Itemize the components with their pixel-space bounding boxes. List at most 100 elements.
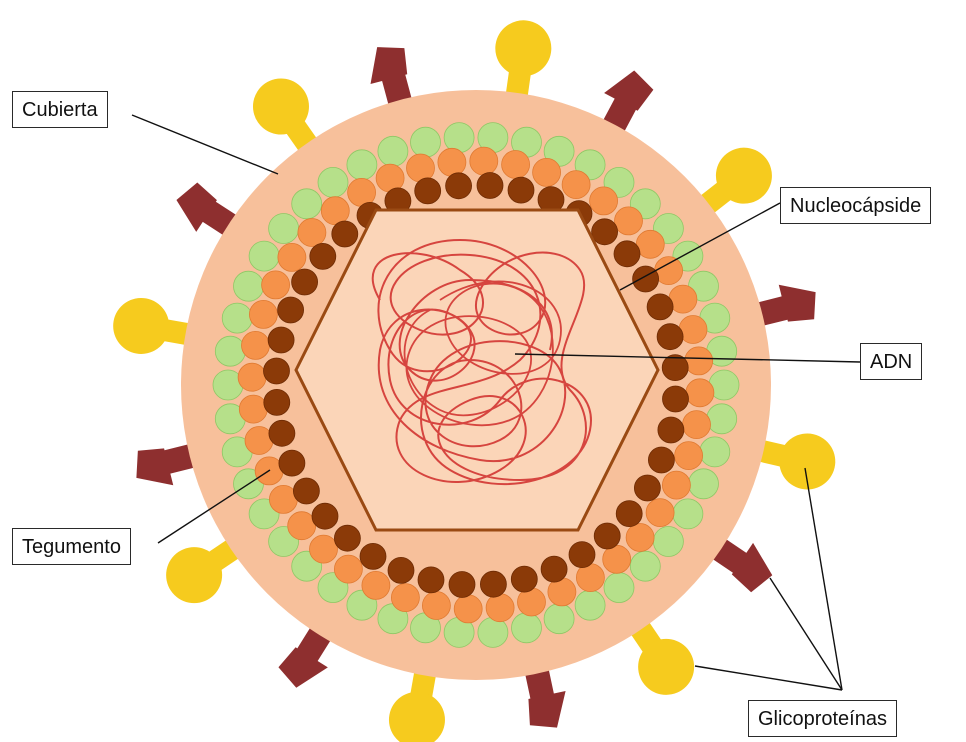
bead-orange	[334, 555, 362, 583]
bead-orange	[242, 331, 270, 359]
bead-green	[707, 404, 737, 434]
bead-green	[630, 551, 660, 581]
bead-orange	[321, 197, 349, 225]
spike-head	[109, 294, 174, 359]
bead-dark	[332, 221, 358, 247]
bead-orange	[683, 411, 711, 439]
bead-orange	[562, 171, 590, 199]
bead-dark	[449, 572, 475, 598]
bead-dark	[648, 447, 674, 473]
bead-orange	[626, 524, 654, 552]
label-glicoproteinas: Glicoproteínas	[748, 700, 897, 737]
bead-orange	[685, 347, 713, 375]
bead-green	[700, 437, 730, 467]
bead-dark	[634, 475, 660, 501]
bead-dark	[334, 525, 360, 551]
bead-orange	[675, 442, 703, 470]
bead-orange	[486, 594, 514, 622]
bead-dark	[511, 566, 537, 592]
bead-green	[544, 604, 574, 634]
bead-green	[378, 136, 408, 166]
bead-orange	[454, 595, 482, 623]
bead-orange	[262, 271, 290, 299]
bead-dark	[269, 420, 295, 446]
bead-orange	[422, 592, 450, 620]
bead-dark	[569, 542, 595, 568]
bead-green	[215, 336, 245, 366]
bead-orange	[470, 147, 498, 175]
leader-cubierta	[132, 115, 278, 174]
bead-orange	[238, 363, 266, 391]
bead-green	[318, 167, 348, 197]
bead-dark	[388, 557, 414, 583]
bead-orange	[615, 207, 643, 235]
bead-green	[411, 127, 441, 157]
bead-dark	[541, 556, 567, 582]
bead-orange	[298, 219, 326, 247]
bead-dark	[614, 241, 640, 267]
bead-dark	[415, 178, 441, 204]
bead-dark	[616, 501, 642, 527]
bead-green	[249, 241, 279, 271]
bead-dark	[312, 503, 338, 529]
bead-orange	[249, 300, 277, 328]
label-nucleocapside: Nucleocápside	[780, 187, 931, 224]
bead-dark	[268, 327, 294, 353]
bead-green	[234, 271, 264, 301]
bead-green	[604, 573, 634, 603]
bead-dark	[508, 177, 534, 203]
bead-orange	[310, 535, 338, 563]
bead-orange	[391, 584, 419, 612]
spike-head	[492, 17, 555, 80]
bead-dark	[594, 523, 620, 549]
bead-green	[347, 150, 377, 180]
bead-green	[673, 499, 703, 529]
bead-dark	[278, 297, 304, 323]
bead-orange	[278, 243, 306, 271]
bead-dark	[657, 324, 683, 350]
bead-dark	[480, 571, 506, 597]
bead-dark	[264, 389, 290, 415]
bead-orange	[502, 151, 530, 179]
bead-green	[689, 469, 719, 499]
bead-dark	[658, 417, 684, 443]
bead-dark	[279, 450, 305, 476]
bead-dark	[647, 294, 673, 320]
bead-orange	[590, 187, 618, 215]
bead-dark	[633, 266, 659, 292]
bead-orange	[636, 230, 664, 258]
bead-green	[222, 303, 252, 333]
leader-glyco-2	[770, 578, 842, 690]
bead-green	[478, 617, 508, 647]
bead-dark	[360, 543, 386, 569]
bead-orange	[662, 471, 690, 499]
bead-orange	[362, 571, 390, 599]
bead-orange	[239, 395, 267, 423]
bead-dark	[477, 173, 503, 199]
bead-dark	[310, 243, 336, 269]
bead-dark	[418, 567, 444, 593]
bead-green	[292, 189, 322, 219]
leader-glyco-3	[695, 666, 842, 690]
bead-green	[653, 527, 683, 557]
bead-dark	[446, 173, 472, 199]
bead-orange	[288, 512, 316, 540]
bead-dark	[293, 478, 319, 504]
leader-glyco-1	[805, 468, 842, 690]
bead-dark	[663, 386, 689, 412]
bead-dark	[292, 269, 318, 295]
bead-green	[269, 214, 299, 244]
bead-orange	[438, 148, 466, 176]
bead-green	[444, 123, 474, 153]
bead-orange	[686, 379, 714, 407]
bead-orange	[646, 499, 674, 527]
bead-orange	[603, 545, 631, 573]
spike-head	[385, 687, 450, 742]
bead-dark	[592, 219, 618, 245]
bead-green	[575, 590, 605, 620]
label-adn: ADN	[860, 343, 922, 380]
bead-orange	[533, 158, 561, 186]
label-cubierta: Cubierta	[12, 91, 108, 128]
bead-green	[512, 613, 542, 643]
